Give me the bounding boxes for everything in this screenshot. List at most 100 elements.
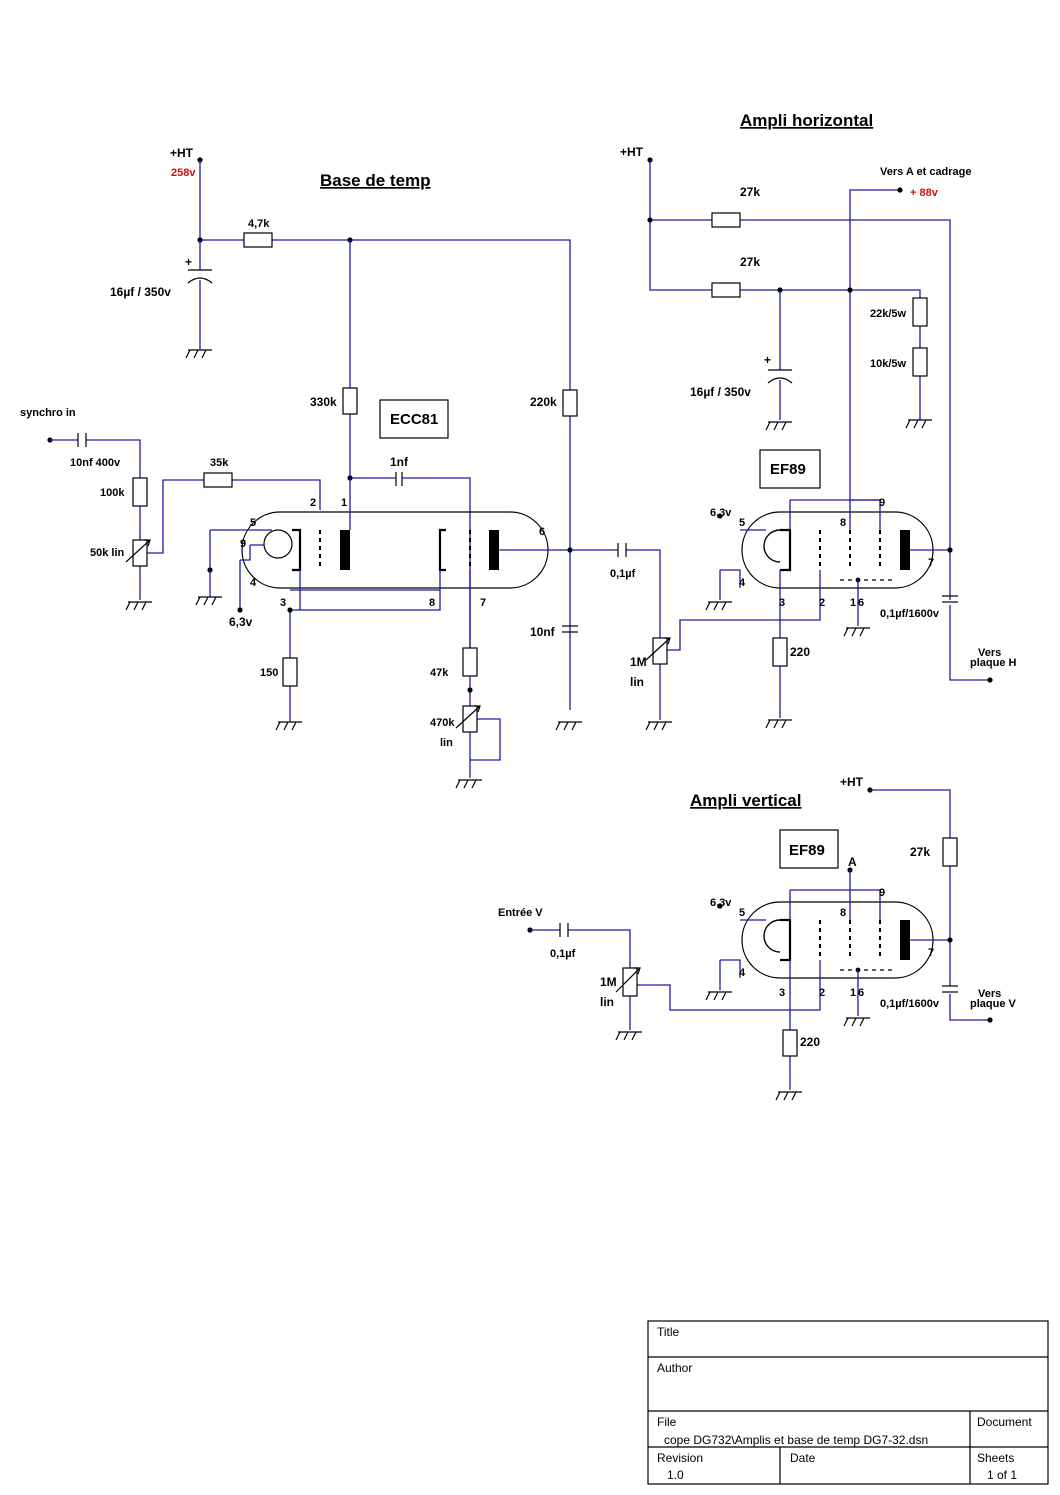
label-150: 150 xyxy=(260,667,278,679)
label-1nf: 1nf xyxy=(390,455,409,469)
label-1m-vert: 1M xyxy=(600,975,617,989)
label-6v3-vert: 6,3v xyxy=(710,897,732,909)
ef89-v-pin-8: 8 xyxy=(840,907,846,919)
ecc81-pin-8: 8 xyxy=(429,597,435,609)
ef89-v-pin-7: 7 xyxy=(928,947,934,959)
resistor-47k xyxy=(462,647,478,677)
tb-revision-value: 1.0 xyxy=(667,1468,684,1482)
label-4k7: 4,7k xyxy=(248,218,270,230)
label-plaque-h: plaque H xyxy=(970,657,1017,669)
ef89-h-pin-9: 9 xyxy=(879,497,885,509)
ef89-v-pin-3: 3 xyxy=(779,987,785,999)
svg-text:+: + xyxy=(764,353,771,367)
label-vers-a: Vers A et cadrage xyxy=(880,166,972,178)
title-base-de-temp: Base de temp xyxy=(320,171,431,190)
label-220k: 220k xyxy=(530,395,557,409)
ampli-horizontal-section: +HT 27k 27k Vers A et cadrage + 88v 22k/… xyxy=(620,145,1017,731)
resistor-27k-b xyxy=(711,282,741,298)
tube-ef89-v-envelope xyxy=(741,901,934,979)
label-220-vert: 220 xyxy=(800,1035,820,1049)
label-100k: 100k xyxy=(100,487,125,499)
resistor-220k xyxy=(562,389,578,417)
label-vers-h: Vers xyxy=(978,647,1001,659)
tube-ef89-h-envelope xyxy=(741,511,934,589)
tube-ecc81-box xyxy=(379,399,449,439)
ef89-v-pin-1: 1 xyxy=(850,987,856,999)
label-6v3-horiz: 6,3v xyxy=(710,507,732,519)
label-1m-horiz: 1M xyxy=(630,655,647,669)
ecc81-pin-3: 3 xyxy=(280,597,286,609)
ef89-h-pin-3: 3 xyxy=(779,597,785,609)
svg-text:+: + xyxy=(185,255,192,269)
label-0-1uf-vert: 0,1µf xyxy=(550,948,576,960)
tb-sheets-value: 1 of 1 xyxy=(987,1468,1017,1482)
label-plus-88v: + 88v xyxy=(910,187,939,199)
base-ht-label: +HT xyxy=(170,146,194,160)
resistor-220-horiz xyxy=(772,637,788,667)
label-220-horiz: 220 xyxy=(790,645,810,659)
tb-author-label: Author xyxy=(657,1361,692,1375)
label-6v3-base: 6,3v xyxy=(229,615,253,629)
label-vers-v: Vers xyxy=(978,988,1001,1000)
base-ht-voltage: 258v xyxy=(171,167,196,179)
label-10k-5w: 10k/5w xyxy=(870,358,907,370)
tube-ecc81-envelope xyxy=(241,511,549,589)
resistor-27k-vert xyxy=(942,837,958,867)
title-block: Title Author File cope DG732\Amplis et b… xyxy=(647,1320,1049,1485)
ef89-v-pin-5: 5 xyxy=(739,907,745,919)
ef89-v-pin-9: 9 xyxy=(879,887,885,899)
label-27k-b: 27k xyxy=(740,255,760,269)
pot-1m-vert xyxy=(622,967,638,997)
label-a: A xyxy=(848,855,857,869)
tb-sheets-label: Sheets xyxy=(977,1451,1014,1465)
label-plaque-v: plaque V xyxy=(970,998,1017,1010)
ecc81-pin-9: 9 xyxy=(240,538,246,550)
resistor-10k-5w xyxy=(912,347,928,377)
resistor-100k xyxy=(132,477,148,507)
base-de-temp-section: +HT 258v 4,7k + 16µf / 350v 330k 1nf 220… xyxy=(20,146,661,789)
label-0-1uf-1600v-vert: 0,1µf/1600v xyxy=(880,998,940,1010)
tb-file-value: cope DG732\Amplis et base de temp DG7-32… xyxy=(664,1433,928,1447)
horiz-ht-label: +HT xyxy=(620,145,644,159)
ef89-h-pin-1: 1 xyxy=(850,597,856,609)
ecc81-pin-6: 6 xyxy=(539,526,545,538)
ef89-v-pin-2: 2 xyxy=(819,987,825,999)
label-27k-vert: 27k xyxy=(910,845,930,859)
tube-ef89-h-label: EF89 xyxy=(770,461,806,478)
tb-revision-label: Revision xyxy=(657,1451,703,1465)
label-470k-lin: lin xyxy=(440,737,453,749)
ef89-h-pin-8: 8 xyxy=(840,517,846,529)
label-16uf-base: 16µf / 350v xyxy=(110,285,171,299)
label-22k-5w: 22k/5w xyxy=(870,308,907,320)
label-entree-v: Entrée V xyxy=(498,907,543,919)
resistor-35k xyxy=(203,472,233,488)
ef89-h-pin-5: 5 xyxy=(739,517,745,529)
ef89-h-pin-2: 2 xyxy=(819,597,825,609)
label-1m-lin-vert: lin xyxy=(600,995,614,1009)
tube-ef89-v-label: EF89 xyxy=(789,842,825,859)
label-0-1uf-1600v-horiz: 0,1µf/1600v xyxy=(880,608,940,620)
ecc81-pin-5: 5 xyxy=(250,517,256,529)
title-ampli-vertical: Ampli vertical xyxy=(690,791,802,810)
label-330k: 330k xyxy=(310,395,337,409)
resistor-330k xyxy=(342,387,358,415)
tb-date-label: Date xyxy=(790,1451,816,1465)
resistor-150 xyxy=(282,657,298,687)
resistor-4k7 xyxy=(243,232,273,248)
vert-ht-label: +HT xyxy=(840,775,864,789)
tube-ef89-h-box xyxy=(759,449,821,489)
tube-ef89-v-box xyxy=(779,829,839,869)
resistor-22k-5w xyxy=(912,297,928,327)
title-ampli-horizontal: Ampli horizontal xyxy=(740,111,873,130)
label-1m-lin-horiz: lin xyxy=(630,675,644,689)
label-470k: 470k xyxy=(430,717,455,729)
tb-file-label: File xyxy=(657,1415,677,1429)
tube-ecc81-label: ECC81 xyxy=(390,411,438,428)
ef89-h-pin-6: 6 xyxy=(858,597,864,609)
ampli-vertical-section: +HT 27k EF89 A 6,3v 5 4 9 8 3 2 1 6 7 xyxy=(498,775,1017,1101)
tb-document-label: Document xyxy=(977,1415,1032,1429)
label-50k-lin: 50k lin xyxy=(90,547,125,559)
ecc81-pin-7: 7 xyxy=(480,597,486,609)
ecc81-pin-1: 1 xyxy=(341,497,347,509)
